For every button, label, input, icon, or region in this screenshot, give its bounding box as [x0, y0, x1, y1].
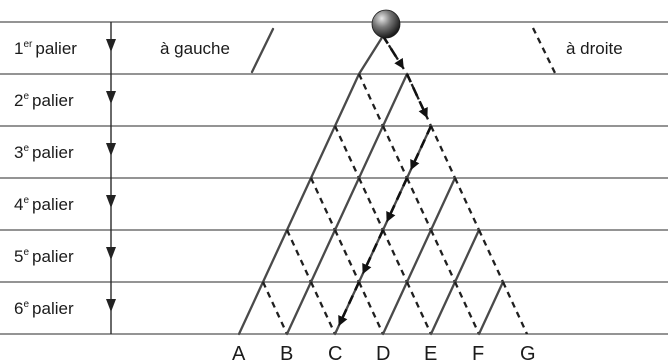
path-lattice: [239, 36, 527, 334]
left-move-segment: [239, 282, 263, 334]
bin-label-c: C: [328, 343, 342, 363]
bin-label-b: B: [280, 343, 293, 363]
right-move-segment: [479, 230, 503, 282]
left-move-segment: [479, 282, 503, 334]
down-arrow-icon: [106, 299, 116, 312]
bin-label-g: G: [520, 343, 536, 363]
left-move-segment: [311, 126, 335, 178]
path-arrow-segment: [407, 74, 426, 115]
path-arrow-segment: [388, 178, 407, 219]
right-move-segment: [383, 230, 407, 282]
right-move-segment: [407, 282, 431, 334]
right-move-segment: [359, 282, 383, 334]
bin-label-e: E: [424, 343, 437, 363]
left-move-segment: [311, 230, 335, 282]
left-move-segment: [287, 282, 311, 334]
left-move-segment: [359, 126, 383, 178]
path-arrow-segment: [340, 282, 359, 323]
right-move-segment: [383, 126, 407, 178]
right-move-segment: [287, 230, 311, 282]
right-move-segment: [455, 282, 479, 334]
right-move-segment: [335, 230, 359, 282]
bin-label-a: A: [232, 343, 246, 363]
highlighted-path: [340, 36, 431, 323]
path-arrow-segment: [412, 126, 431, 167]
path-arrow-segment: [364, 230, 383, 271]
left-move-segment: [407, 230, 431, 282]
down-arrow-icon: [106, 91, 116, 104]
down-arrow-icon: [106, 39, 116, 52]
right-move-segment: [311, 178, 335, 230]
left-direction-label: à gauche: [160, 39, 230, 58]
down-arrow-icon: [106, 247, 116, 260]
left-move-segment: [431, 178, 455, 230]
ball: [372, 10, 400, 38]
right-move-segment: [263, 282, 287, 334]
level-rules: [0, 22, 668, 334]
left-move-segment: [263, 230, 287, 282]
right-move-segment: [455, 178, 479, 230]
right-move-segment: [335, 126, 359, 178]
left-move-segment: [455, 230, 479, 282]
right-move-segment: [359, 74, 383, 126]
right-move-segment: [311, 282, 335, 334]
left-move-segment: [383, 74, 407, 126]
bin-labels: A B C D E F G: [232, 343, 536, 363]
left-move-segment: [335, 178, 359, 230]
right-move-segment: [359, 178, 383, 230]
left-move-segment: [383, 282, 407, 334]
down-arrow-icon: [106, 143, 116, 156]
right-direction-stroke: [533, 28, 555, 73]
right-move-segment: [503, 282, 527, 334]
path-arrow-segment: [383, 36, 402, 66]
down-arrow-icon: [106, 195, 116, 208]
left-move-segment: [335, 74, 359, 126]
bin-label-f: F: [472, 343, 484, 363]
left-move-segment: [359, 36, 383, 74]
left-direction-stroke: [252, 29, 273, 72]
left-move-segment: [431, 282, 455, 334]
right-direction-label: à droite: [566, 39, 623, 58]
left-move-segment: [287, 178, 311, 230]
right-move-segment: [431, 126, 455, 178]
right-move-segment: [407, 178, 431, 230]
right-move-segment: [431, 230, 455, 282]
bin-label-d: D: [376, 343, 390, 363]
